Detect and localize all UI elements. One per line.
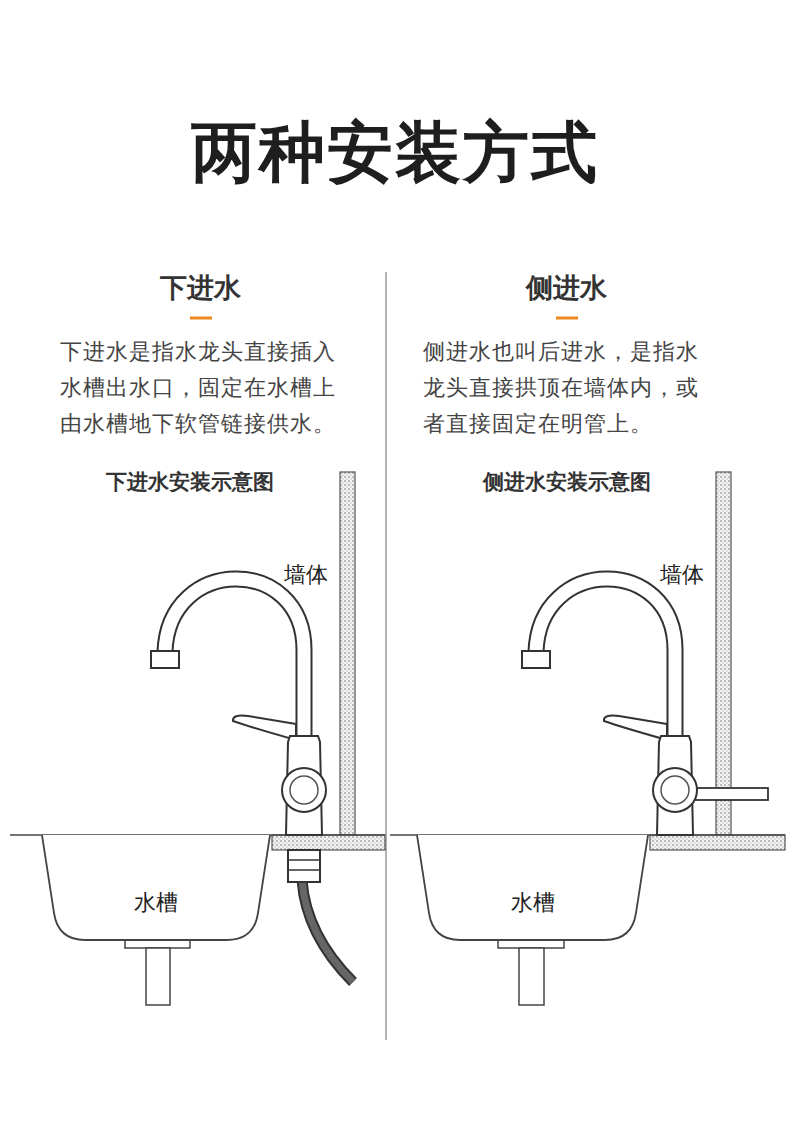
supply-hose bbox=[302, 880, 353, 982]
supply-hose bbox=[302, 880, 353, 982]
sink-label: 水槽 bbox=[415, 888, 650, 918]
accent-dash bbox=[190, 317, 212, 320]
wall bbox=[716, 472, 731, 835]
wall-label: 墙体 bbox=[660, 560, 704, 590]
sink-text: 水槽 bbox=[40, 835, 272, 918]
description: 侧进水也叫后进水，是指水龙头直接拱顶在墙体内，或者直接固定在明管上。 bbox=[423, 334, 713, 442]
wall-pipe bbox=[694, 788, 768, 800]
mount-fitting bbox=[288, 859, 320, 861]
sink: 水槽 bbox=[40, 835, 272, 945]
description: 下进水是指水龙头直接插入水槽出水口，固定在水槽上由水槽地下软管链接供水。 bbox=[60, 334, 350, 442]
section-heading: 侧进水 bbox=[466, 270, 666, 306]
drain bbox=[125, 940, 190, 948]
drain-pipe bbox=[519, 948, 544, 1005]
sink: 水槽 bbox=[415, 835, 650, 945]
faucet bbox=[522, 579, 697, 835]
sink-label: 水槽 bbox=[40, 888, 272, 918]
diagram-subtitle: 下进水安装示意图 bbox=[55, 468, 325, 496]
sink-text: 水槽 bbox=[415, 835, 650, 918]
drain bbox=[498, 940, 564, 948]
page-title: 两种安装方式 bbox=[0, 108, 790, 198]
faucet bbox=[151, 579, 326, 835]
drain-pipe bbox=[146, 948, 170, 1005]
wall-label: 墙体 bbox=[284, 560, 328, 590]
countertop bbox=[272, 835, 385, 850]
sink-basin bbox=[417, 835, 648, 940]
accent-dash bbox=[556, 317, 578, 320]
mount-fitting bbox=[288, 850, 320, 882]
diagram-subtitle: 侧进水安装示意图 bbox=[432, 468, 702, 496]
section-heading: 下进水 bbox=[100, 270, 300, 306]
mount-fitting bbox=[288, 869, 320, 871]
countertop bbox=[650, 835, 785, 850]
sink-basin bbox=[42, 835, 270, 940]
wall bbox=[340, 472, 355, 835]
divider-line bbox=[386, 272, 387, 1040]
